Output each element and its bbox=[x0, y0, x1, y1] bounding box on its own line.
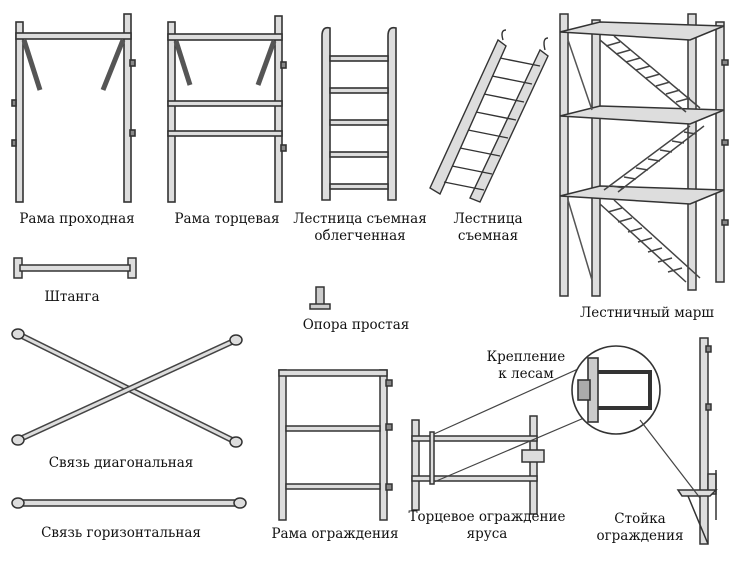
scaffold-clamp-callout-drawing bbox=[571, 345, 661, 435]
ladder-drawing bbox=[429, 29, 549, 203]
label-ladder-line1: Лестница bbox=[453, 211, 523, 227]
rod-drawing bbox=[13, 257, 137, 279]
label-ladder-line2: съемная bbox=[457, 228, 519, 244]
passage-frame-drawing bbox=[11, 13, 136, 203]
horizontal-brace-drawing bbox=[11, 497, 247, 509]
light-ladder-drawing bbox=[321, 26, 397, 201]
label-rod: Штанга bbox=[44, 289, 100, 305]
label-tier-end-guard-line1: Торцевое ограждение bbox=[408, 509, 566, 525]
guard-post-drawing bbox=[639, 337, 718, 545]
stair-tower-drawing bbox=[559, 13, 729, 297]
label-guard-frame: Рама ограждения bbox=[271, 526, 399, 542]
label-tier-end-guard-line2: яруса bbox=[466, 526, 508, 542]
guard-frame-drawing bbox=[278, 369, 393, 521]
label-guard-post-line2: ограждения bbox=[596, 528, 684, 544]
label-stair-tower: Лестничный марш bbox=[580, 305, 714, 321]
diagonal-brace-drawing bbox=[11, 328, 243, 448]
label-light-ladder-line2: облегченная bbox=[314, 228, 406, 244]
label-diagonal-brace: Связь диагональная bbox=[48, 455, 194, 471]
end-frame-drawing bbox=[167, 15, 287, 203]
label-scaffold-clamp-line2: к лесам bbox=[498, 366, 554, 382]
label-passage-frame: Рама проходная bbox=[19, 211, 135, 227]
tier-end-guard-drawing bbox=[411, 359, 599, 515]
label-light-ladder-line1: Лестница съемная bbox=[293, 211, 427, 227]
label-base-support: Опора простая bbox=[302, 317, 410, 333]
label-guard-post-line1: Стойка bbox=[614, 511, 666, 527]
label-scaffold-clamp-line1: Крепление bbox=[486, 349, 566, 365]
base-support-drawing bbox=[309, 286, 331, 310]
label-end-frame: Рама торцевая bbox=[174, 211, 280, 227]
label-horizontal-brace: Связь горизонтальная bbox=[41, 525, 201, 541]
